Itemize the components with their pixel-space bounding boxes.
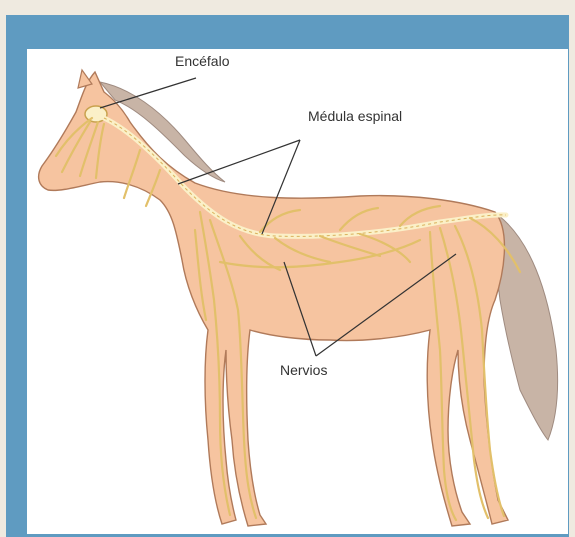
label-nerves: Nervios [280, 362, 327, 378]
label-spinal-cord: Médula espinal [308, 108, 402, 124]
label-brain: Encéfalo [175, 53, 229, 69]
horse-body [39, 72, 508, 526]
